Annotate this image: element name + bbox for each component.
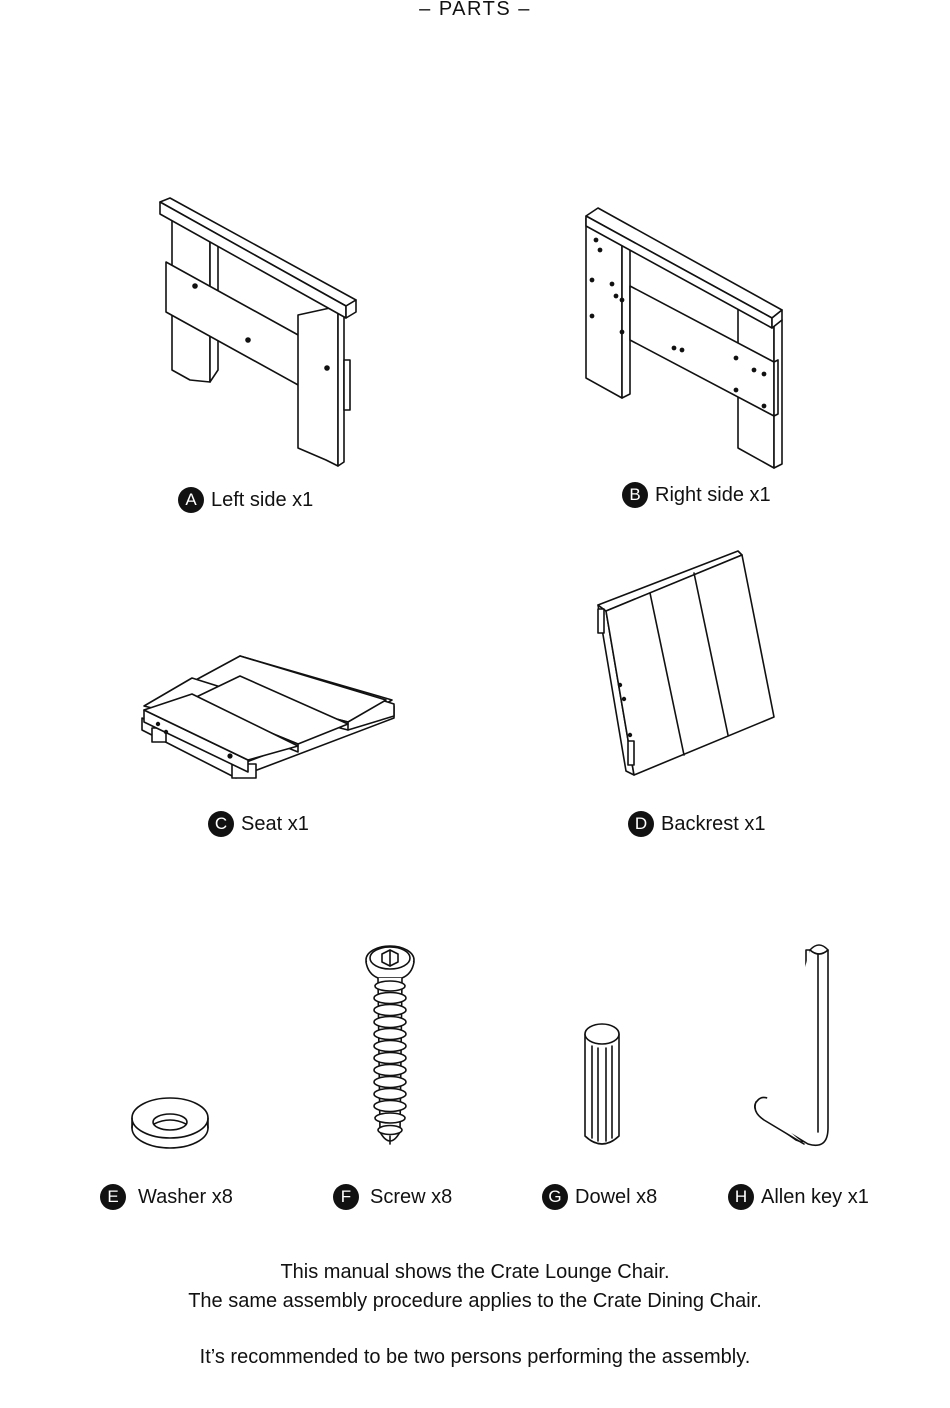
note-line-3: It’s recommended to be two persons perfo… <box>199 1346 751 1368</box>
part-letter-badge: A <box>178 487 204 513</box>
part-label-g: G Dowel x8 <box>542 1184 657 1210</box>
part-label-text: Right side x1 <box>655 483 771 506</box>
right-side-panel-icon <box>578 198 798 478</box>
page-title: – PARTS – <box>419 0 531 20</box>
allen-key-icon <box>748 940 838 1150</box>
part-letter-badge: E <box>100 1184 126 1210</box>
part-label-text: Left side x1 <box>211 488 314 511</box>
backrest-panel-icon <box>590 545 780 785</box>
dowel-icon <box>580 1020 626 1150</box>
part-label-a: A Left side x1 <box>178 487 313 513</box>
part-letter-badge: C <box>208 811 234 837</box>
seat-panel-icon <box>136 648 406 788</box>
part-label-text: Seat x1 <box>241 812 309 835</box>
part-label-text: Backrest x1 <box>661 812 766 835</box>
left-side-panel-icon <box>150 190 370 480</box>
part-letter-badge: G <box>542 1184 568 1210</box>
part-letter-badge: F <box>333 1184 359 1210</box>
part-label-h: H Allen key x1 <box>728 1184 869 1210</box>
part-label-text: Allen key x1 <box>761 1185 869 1208</box>
part-label-text: Dowel x8 <box>575 1185 658 1208</box>
part-label-b: B Right side x1 <box>622 482 771 508</box>
part-label-c: C Seat x1 <box>208 811 309 837</box>
part-label-d: D Backrest x1 <box>628 811 765 837</box>
part-letter-badge: D <box>628 811 654 837</box>
note-line-1: This manual shows the Crate Lounge Chair… <box>280 1261 670 1283</box>
part-letter-badge: H <box>728 1184 754 1210</box>
part-letter-badge: B <box>622 482 648 508</box>
screw-icon <box>356 940 426 1152</box>
assembly-notes: This manual shows the Crate Lounge Chair… <box>0 1258 950 1372</box>
washer-icon <box>128 1090 214 1154</box>
part-label-f: F Screw x8 <box>333 1184 452 1210</box>
part-label-text: Washer x8 <box>138 1185 233 1208</box>
part-label-e: E Washer x8 <box>100 1184 233 1210</box>
part-label-text: Screw x8 <box>370 1185 453 1208</box>
note-line-2: The same assembly procedure applies to t… <box>188 1289 762 1312</box>
